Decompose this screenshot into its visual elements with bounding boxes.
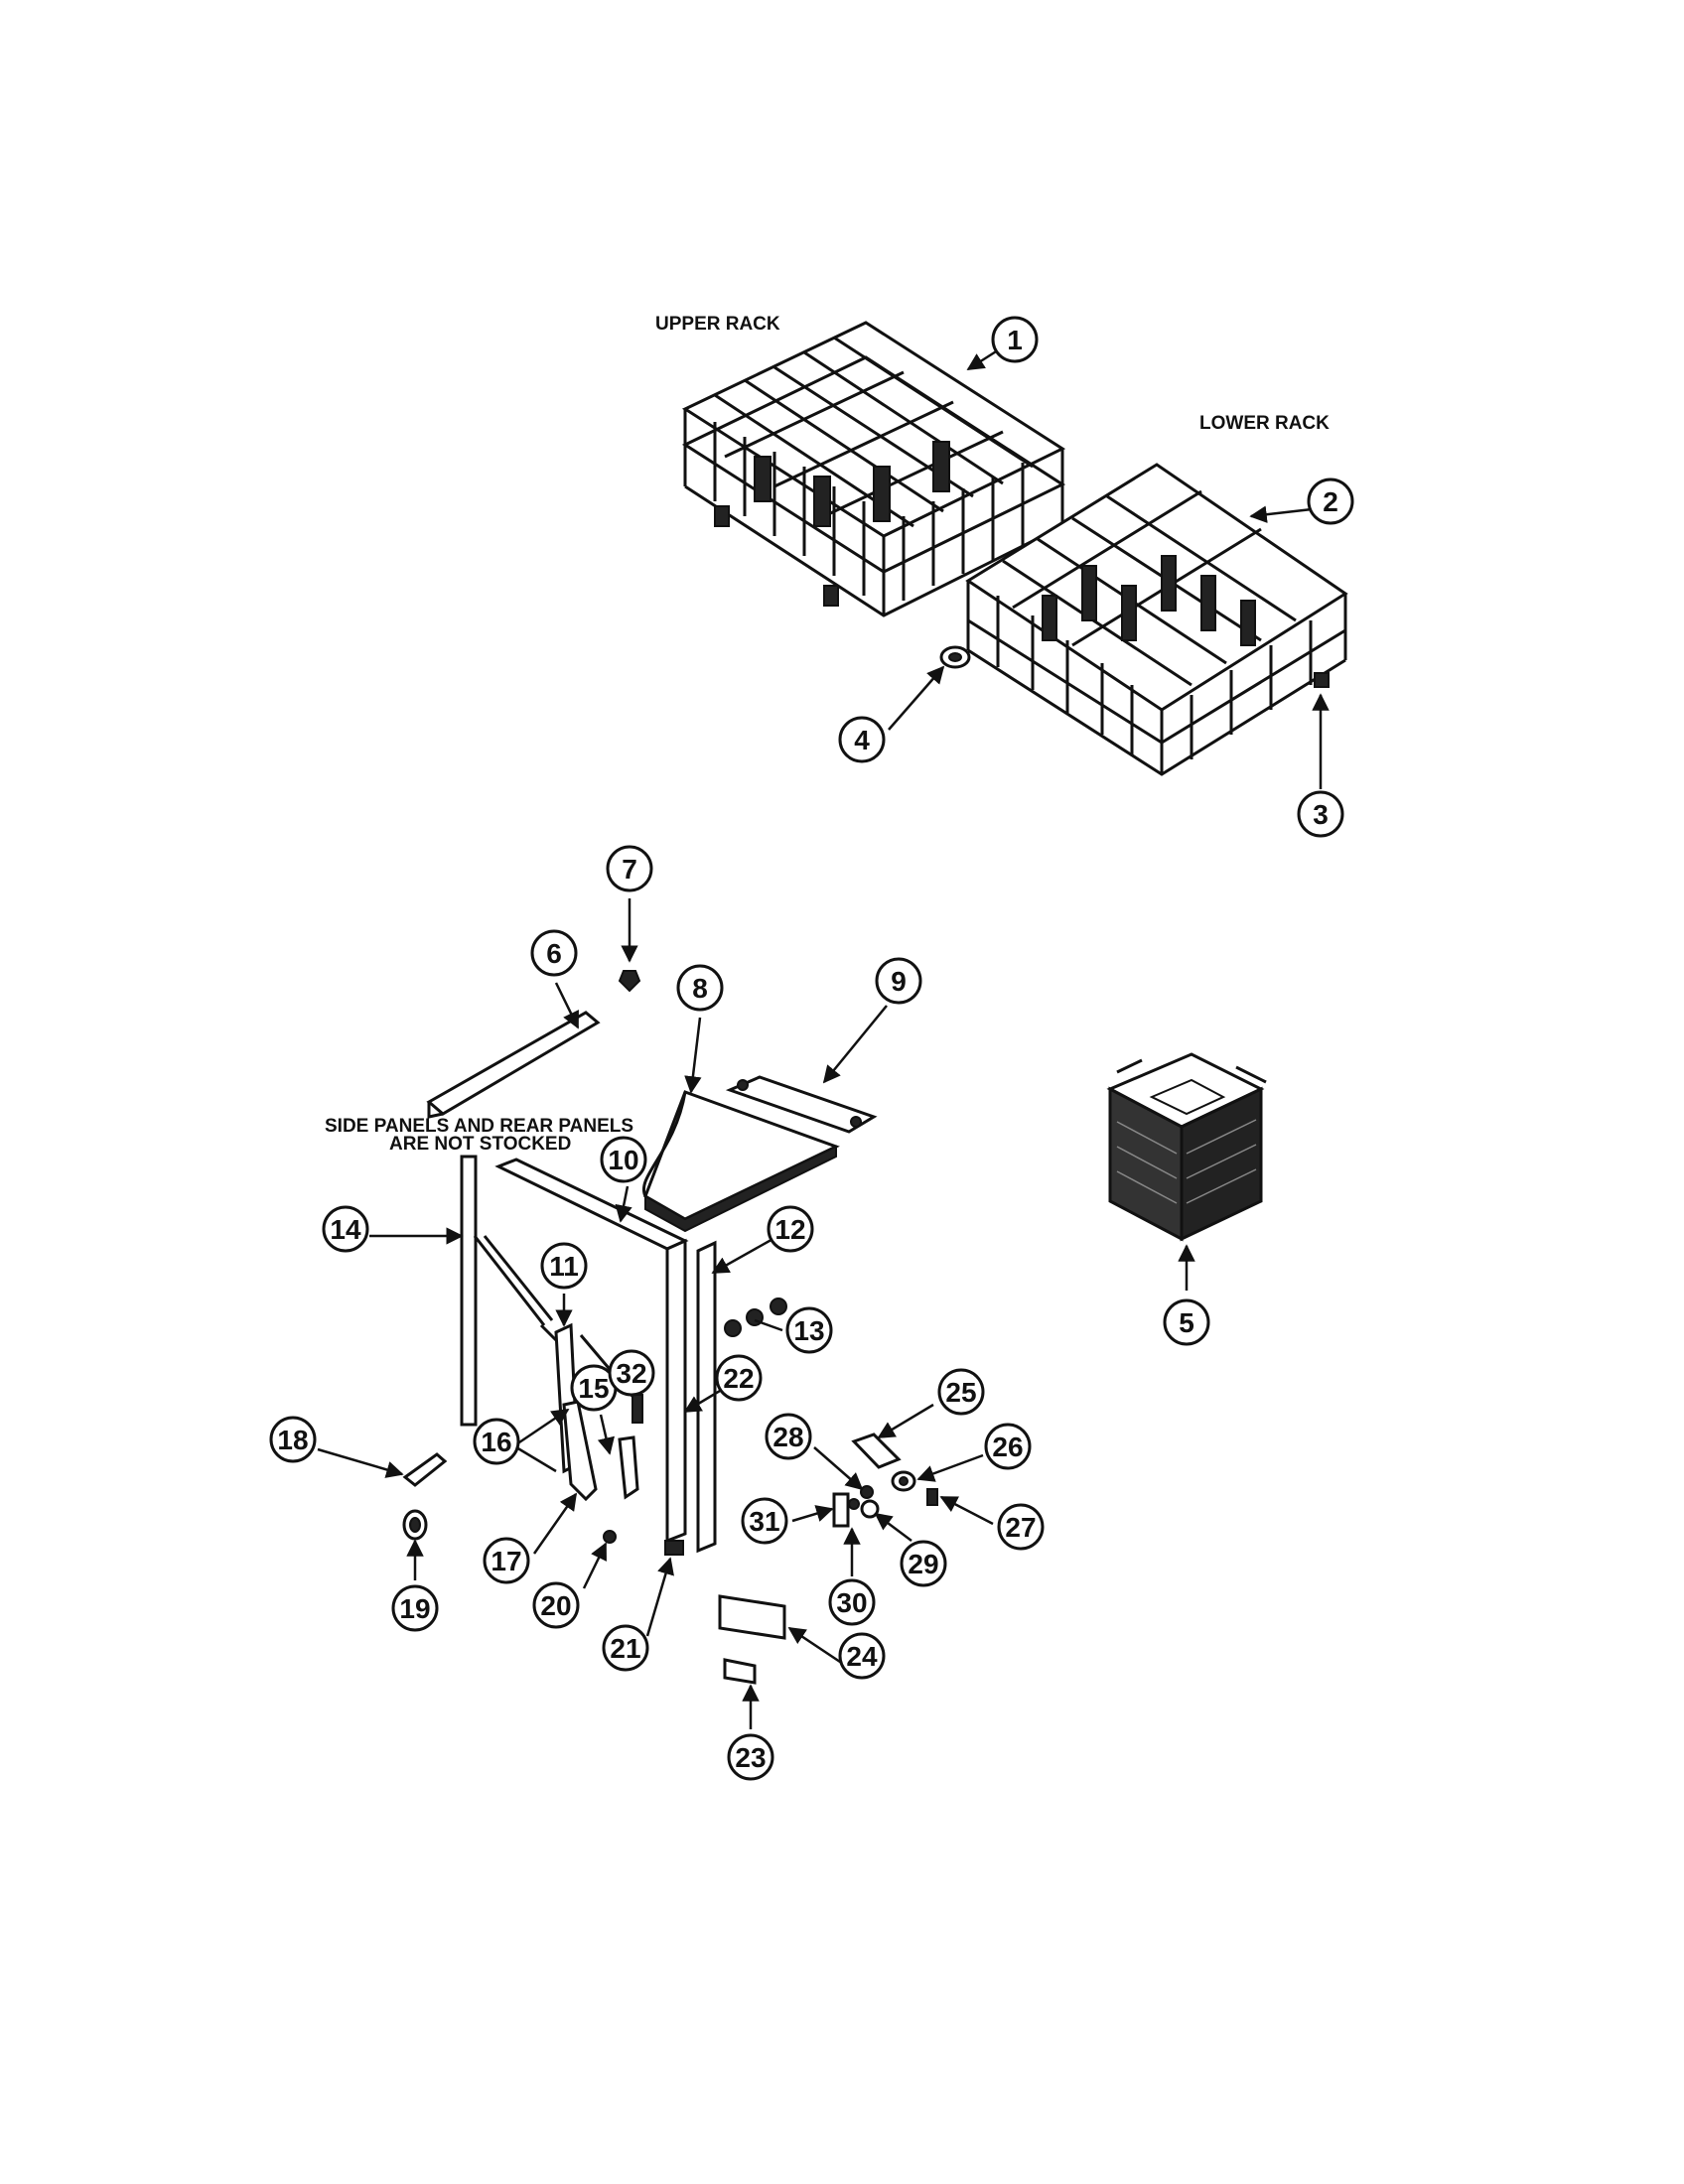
callout-number: 18 <box>277 1425 308 1455</box>
callout-number: 30 <box>836 1587 867 1618</box>
callout-18: 18 <box>269 1416 317 1463</box>
callout-number: 25 <box>945 1377 976 1408</box>
cutlery-basket-drawing <box>1106 1052 1267 1242</box>
callout-number: 5 <box>1179 1307 1194 1338</box>
callout-number: 4 <box>854 725 870 755</box>
roller-part-4 <box>939 645 971 669</box>
clip-part-3 <box>1314 672 1330 688</box>
callout-32: 32 <box>608 1349 655 1397</box>
callout-28: 28 <box>765 1413 812 1460</box>
callout-9: 9 <box>875 957 922 1005</box>
callout-number: 20 <box>540 1590 571 1621</box>
callout-4: 4 <box>838 716 886 763</box>
upper-rack-drawing <box>681 321 1066 617</box>
lower-rack-drawing <box>965 463 1348 776</box>
callout-15: 15 <box>570 1364 618 1412</box>
callout-12: 12 <box>767 1205 814 1253</box>
callout-number: 23 <box>735 1742 766 1773</box>
callout-number: 10 <box>608 1145 638 1175</box>
callout-27: 27 <box>997 1503 1045 1551</box>
callout-number: 6 <box>546 938 562 969</box>
callout-23: 23 <box>727 1733 774 1781</box>
callout-17: 17 <box>483 1537 530 1584</box>
callout-29: 29 <box>900 1540 947 1587</box>
callout-number: 22 <box>723 1363 754 1394</box>
callout-number: 17 <box>491 1546 521 1576</box>
callout-number: 26 <box>992 1432 1023 1462</box>
callout-8: 8 <box>676 964 724 1012</box>
callout-22: 22 <box>715 1354 763 1402</box>
panels-note-line-1: SIDE PANELS AND REAR PANELS <box>325 1116 633 1137</box>
callout-21: 21 <box>602 1624 649 1672</box>
callout-number: 1 <box>1007 325 1023 355</box>
callout-5: 5 <box>1163 1298 1210 1346</box>
callout-number: 24 <box>846 1641 878 1672</box>
callout-30: 30 <box>828 1578 876 1626</box>
callout-number: 3 <box>1313 799 1329 830</box>
callout-19: 19 <box>391 1584 439 1632</box>
callout-number: 21 <box>610 1633 640 1664</box>
callout-number: 9 <box>891 966 907 997</box>
cabinet-frame-drawing <box>402 970 938 1685</box>
callout-number: 32 <box>616 1358 646 1389</box>
callout-number: 28 <box>772 1422 803 1452</box>
panels-note-line-2: ARE NOT STOCKED <box>389 1134 571 1155</box>
callout-20: 20 <box>532 1581 580 1629</box>
callout-10: 10 <box>600 1136 647 1183</box>
callout-1: 1 <box>991 316 1039 363</box>
callout-number: 11 <box>549 1251 579 1282</box>
callout-6: 6 <box>530 929 578 977</box>
callout-number: 7 <box>622 854 637 885</box>
callout-number: 31 <box>749 1506 779 1537</box>
callout-number: 27 <box>1005 1512 1036 1543</box>
callout-24: 24 <box>838 1632 886 1680</box>
callout-number: 8 <box>692 973 708 1004</box>
callout-25: 25 <box>937 1368 985 1416</box>
callout-16: 16 <box>473 1418 520 1465</box>
callout-number: 13 <box>793 1315 824 1346</box>
callout-number: 29 <box>908 1549 938 1579</box>
callout-7: 7 <box>606 845 653 892</box>
callout-3: 3 <box>1297 790 1344 838</box>
callout-number: 12 <box>774 1214 805 1245</box>
callout-26: 26 <box>984 1423 1032 1470</box>
callout-11: 11 <box>540 1242 588 1290</box>
callout-number: 19 <box>399 1593 430 1624</box>
callout-13: 13 <box>785 1306 833 1354</box>
callout-number: 14 <box>330 1214 361 1245</box>
callout-number: 16 <box>481 1427 511 1457</box>
upper-rack-label: UPPER RACK <box>655 314 780 335</box>
callout-number: 15 <box>578 1373 609 1404</box>
callout-number: 2 <box>1323 486 1338 517</box>
lower-rack-label: LOWER RACK <box>1199 413 1330 434</box>
callout-2: 2 <box>1307 478 1354 525</box>
leader-lines <box>317 338 1330 1729</box>
callout-31: 31 <box>741 1497 788 1545</box>
callout-14: 14 <box>322 1205 369 1253</box>
